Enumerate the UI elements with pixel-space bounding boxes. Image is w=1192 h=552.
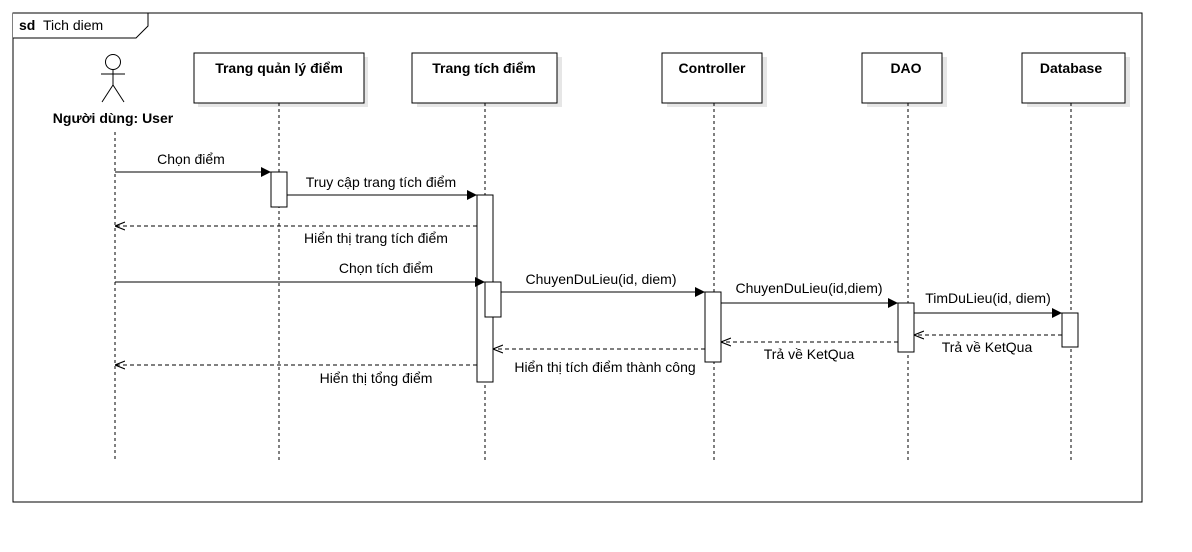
actor-stick-figure: [101, 54, 125, 103]
frame-border: [12, 12, 1143, 503]
activation-bars: [270, 171, 1079, 383]
participant-box-dao: [861, 52, 943, 104]
message-label-tra-ve-1: Trả về KetQua: [942, 339, 1033, 355]
participant-label-dao: DAO: [890, 60, 921, 76]
activation-dao: [897, 302, 915, 353]
message-label-truy-cap: Truy cập trang tích điểm: [306, 174, 456, 190]
participant-box-database: [1021, 52, 1126, 104]
message-label-chuyen-du-lieu-2: ChuyenDuLieu(id,diem): [735, 280, 882, 296]
frame-keyword: sd: [19, 17, 35, 33]
lifelines: [114, 103, 1072, 460]
participant-box-trang-quan-ly-diem: [193, 52, 365, 104]
message-label-chon-tich-diem: Chọn tích điểm: [339, 260, 433, 276]
activation-trang-tich-diem-nested: [484, 281, 502, 318]
frame-name: Tich diem: [43, 17, 103, 33]
message-label-tim-du-lieu: TimDuLieu(id, diem): [925, 290, 1051, 306]
message-label-hien-thi-thanh-cong: Hiển thị tích điểm thành công: [514, 359, 695, 375]
message-label-hien-thi-trang: Hiển thị trang tích điểm: [304, 230, 448, 246]
participant-label-trang-quan-ly-diem: Trang quản lý điểm: [215, 60, 343, 76]
activation-controller: [704, 291, 722, 363]
actor-label: Người dùng: User: [53, 110, 174, 126]
participant-label-controller: Controller: [679, 60, 746, 76]
participant-box-controller: [661, 52, 763, 104]
message-label-tra-ve-2: Trả về KetQua: [764, 346, 855, 362]
activation-database: [1061, 312, 1079, 348]
activation-trang-quan-ly-diem: [270, 171, 288, 208]
message-label-chon-diem: Chọn điểm: [157, 151, 225, 167]
frame-label-tab: [13, 12, 149, 39]
participant-boxes: [193, 52, 1126, 104]
participant-label-trang-tich-diem: Trang tích điểm: [432, 60, 535, 76]
message-label-hien-thi-tong-diem: Hiển thị tổng điểm: [320, 370, 433, 386]
message-arrows: [115, 167, 1062, 365]
participant-box-trang-tich-diem: [411, 52, 558, 104]
participant-label-database: Database: [1040, 60, 1102, 76]
message-label-chuyen-du-lieu-1: ChuyenDuLieu(id, diem): [526, 271, 677, 287]
